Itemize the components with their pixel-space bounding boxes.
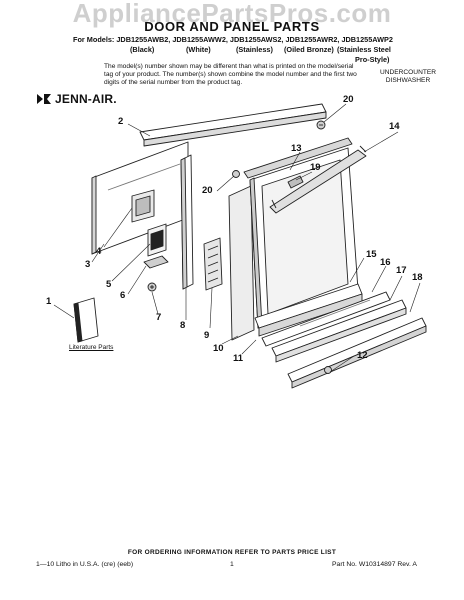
part-6-clip — [143, 255, 169, 269]
callout-14: 14 — [389, 121, 400, 132]
part-5-plate — [147, 223, 167, 257]
callout-6: 6 — [120, 290, 126, 301]
part-19-bracket — [287, 175, 304, 189]
part-12-screw — [324, 366, 332, 374]
brand-name: JENN-AIR. — [55, 92, 117, 106]
callout-18: 18 — [412, 272, 423, 283]
model-number-note: The model(s) number shown may be differe… — [104, 63, 357, 86]
callout-15: 15 — [366, 249, 377, 260]
part-20-screw-upper — [316, 120, 326, 130]
callout-16: 16 — [380, 257, 391, 268]
part-4-bracket — [131, 189, 155, 223]
callout-17: 17 — [396, 265, 407, 276]
ordering-info: FOR ORDERING INFORMATION REFER TO PARTS … — [127, 549, 337, 556]
finish-white: (White) — [186, 45, 211, 54]
brand-logo: JENN-AIR. — [36, 92, 117, 106]
part-20-screw-lower — [232, 170, 240, 178]
page-number: 1 — [230, 561, 234, 568]
finish-black: (Black) — [130, 45, 155, 54]
callout-7: 7 — [156, 312, 162, 323]
literature-parts-label: Literature Parts — [69, 344, 114, 351]
part-number: Part No. W10314897 Rev. A — [332, 561, 417, 568]
finish-oiled-bronze: (Oiled Bronze) — [284, 45, 334, 54]
callout-11: 11 — [233, 353, 244, 364]
callout-8: 8 — [180, 320, 186, 331]
models-line: For Models: JDB1255AWB2, JDB1255AWW2, JD… — [73, 35, 393, 44]
part-10-insulation — [228, 185, 255, 341]
callout-1: 1 — [46, 296, 52, 307]
part-7-screw — [147, 282, 157, 292]
finish-pro-style: Pro-Style) — [355, 55, 390, 64]
leader-lines — [53, 103, 421, 373]
callout-3: 3 — [85, 259, 91, 270]
product-type: UNDERCOUNTER DISHWASHER — [379, 69, 437, 84]
callout-4: 4 — [96, 246, 102, 257]
part-2-upper-rail — [139, 103, 327, 147]
part-1-literature — [73, 297, 99, 343]
litho-info: 1—10 Litho in U.S.A. (cre) (eeb) — [36, 561, 134, 568]
callout-13: 13 — [291, 143, 302, 154]
callout-9: 9 — [204, 330, 210, 341]
callout-19: 19 — [310, 162, 321, 173]
part-9-hinge — [203, 237, 223, 291]
watermark-text: AppliancePartsPros.com — [72, 0, 392, 28]
page-title: DOOR AND PANEL PARTS — [144, 19, 320, 34]
callout-10: 10 — [213, 343, 224, 354]
callout-20-lower: 20 — [202, 185, 213, 196]
part-17-toe-strip — [271, 299, 407, 363]
finish-stainless-steel: (Stainless Steel — [337, 45, 391, 54]
part-8-side-trim — [180, 154, 194, 290]
part-13-upper-trim — [243, 137, 353, 179]
part-15-kick-panel — [254, 283, 363, 337]
callout-12: 12 — [357, 350, 368, 361]
brand-logo-icon — [37, 94, 51, 104]
finish-stainless: (Stainless) — [236, 45, 273, 54]
callout-2: 2 — [118, 116, 124, 127]
callout-5: 5 — [106, 279, 112, 290]
callout-20-upper: 20 — [343, 94, 354, 105]
part-14-handle — [269, 145, 367, 214]
